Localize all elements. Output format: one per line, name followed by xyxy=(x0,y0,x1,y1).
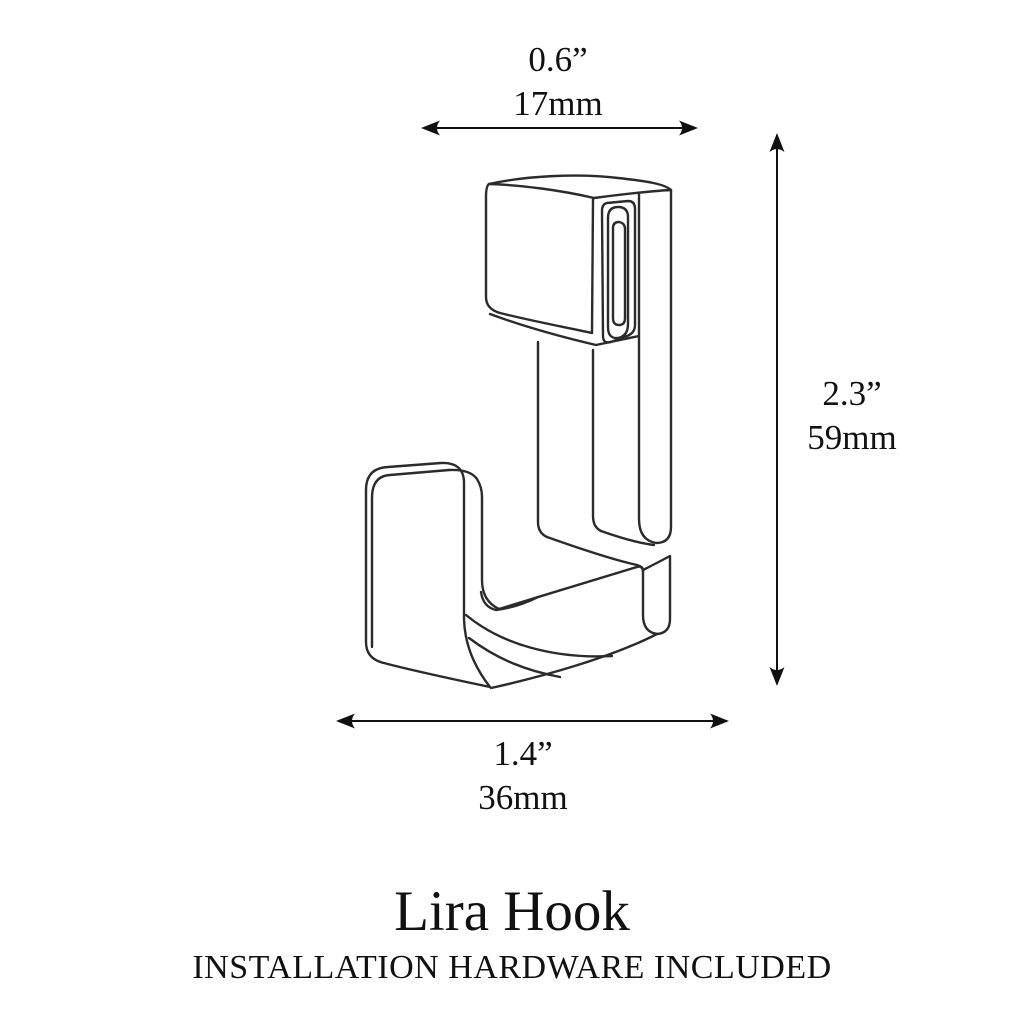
head-front-face xyxy=(484,182,595,335)
width-mm-value: 17mm xyxy=(513,84,603,123)
back-plate-upper-strip xyxy=(637,188,673,545)
head-top-closing-edge xyxy=(592,188,673,200)
neck-right-edge xyxy=(591,348,603,533)
back-plate-lower-strip xyxy=(641,554,672,636)
neck-bottom-front-edge xyxy=(545,535,645,573)
bar-top-front-edge xyxy=(497,565,645,611)
arm-back-outline xyxy=(364,461,492,689)
product-title: Lira Hook xyxy=(394,880,630,943)
slot-groove-outline xyxy=(600,199,637,344)
height-mm-value: 59mm xyxy=(807,418,897,457)
depth-dimension-label: 1.4” 36mm xyxy=(423,732,623,820)
product-subtitle: INSTALLATION HARDWARE INCLUDED xyxy=(192,949,832,986)
slot-outer-stadium xyxy=(606,205,630,340)
neck-left-edge xyxy=(536,340,549,539)
head-top-back-edge xyxy=(487,174,673,192)
width-inches-value: 0.6” xyxy=(528,40,588,79)
crotch-inner-fillet xyxy=(479,590,540,612)
height-dimension-label: 2.3” 59mm xyxy=(792,372,912,460)
width-dimension-arrow xyxy=(421,120,698,136)
bar-bottom-front-edge xyxy=(489,632,659,690)
neck-bottom-back-edge xyxy=(599,529,656,547)
arm-front-face-edge xyxy=(370,468,501,649)
depth-dimension-arrow xyxy=(336,713,729,729)
width-dimension-label: 0.6” 17mm xyxy=(458,38,658,126)
depth-mm-value: 36mm xyxy=(478,778,568,817)
height-inches-value: 2.3” xyxy=(822,374,882,413)
depth-inches-value: 1.4” xyxy=(493,734,553,773)
head-bottom-sliver-edge xyxy=(488,312,641,347)
slot-inner-stadium xyxy=(611,220,627,327)
height-dimension-arrow xyxy=(769,133,785,686)
head-top-front-edge xyxy=(487,182,596,200)
inner-surface-curve-lower xyxy=(467,636,562,679)
inner-surface-curve-upper xyxy=(464,613,614,658)
